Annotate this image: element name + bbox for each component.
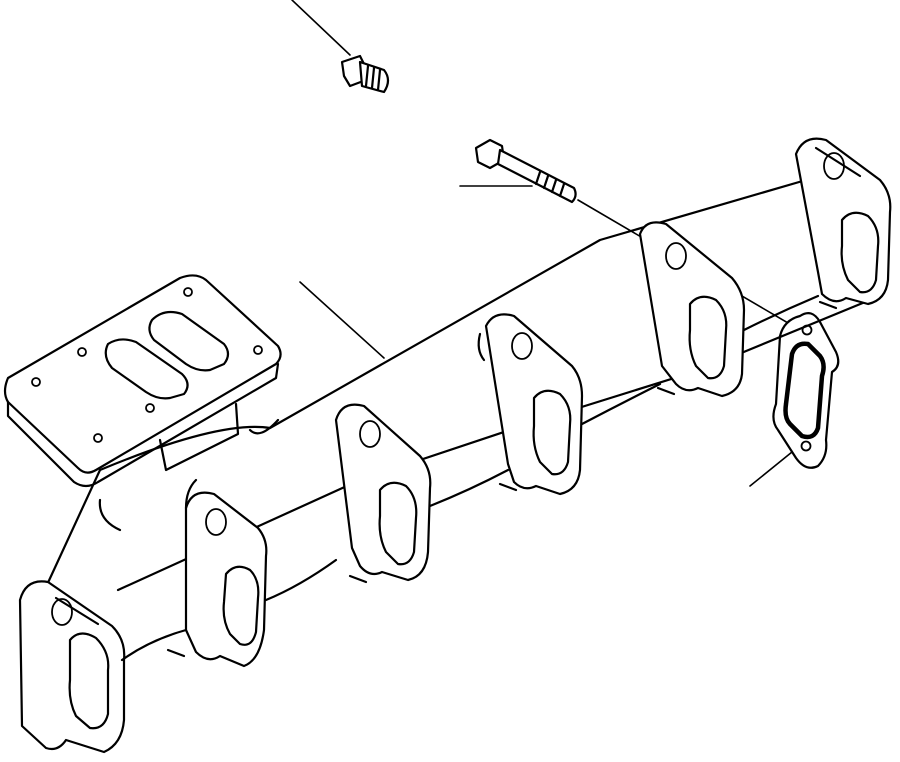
exhaust-manifold-part [3,137,892,754]
manifold-gasket-part [772,311,840,469]
plug-part [340,54,390,94]
mounting-bolt-part [474,138,577,204]
leader-line-gasket [749,451,793,487]
leader-line-manifold [299,281,385,359]
leader-line-plug [291,0,351,56]
